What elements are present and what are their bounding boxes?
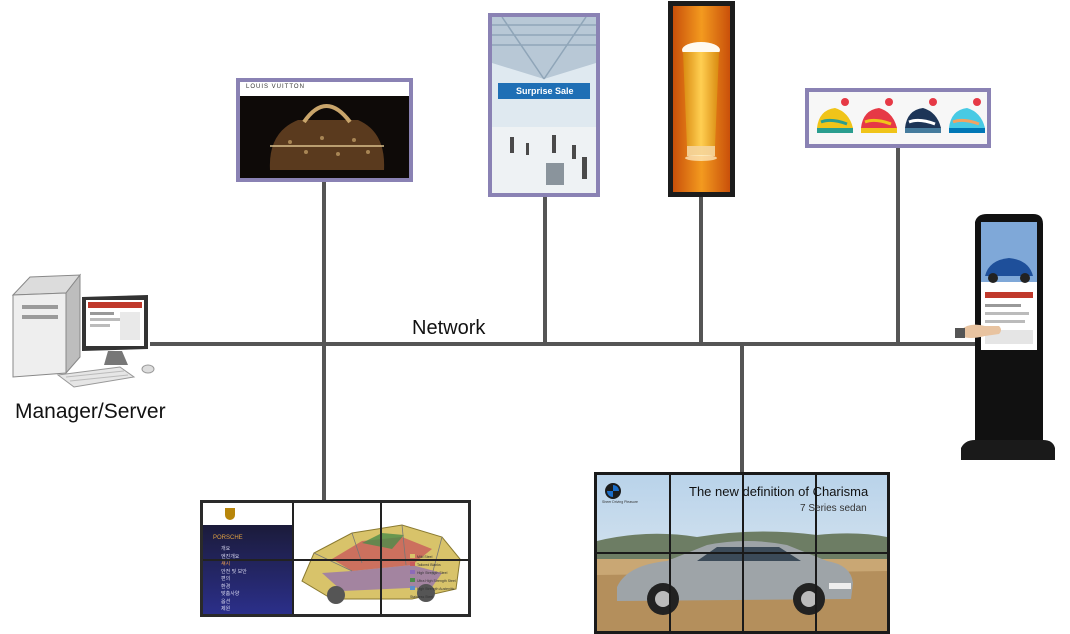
bmw-video-wall: The new definition of Charisma 7 Series …: [594, 472, 890, 634]
porsche-menu-item: 환경: [221, 583, 231, 590]
porsche-menu-item: 옵션: [221, 598, 231, 605]
porsche-heading: PORSCHE: [213, 535, 243, 541]
video-wall-subheadline: 7 Series sedan: [800, 503, 867, 514]
legend-item: High Strength Austenitic Stainless Steel: [410, 586, 455, 599]
drop-line-shoes-display: [896, 148, 900, 344]
drop-line-video-wall: [740, 344, 744, 472]
porsche-menu-item: 맞춤사양: [221, 591, 240, 597]
porsche-menu-item: 편의: [221, 576, 231, 582]
porsche-menu-item: 엔진개요: [221, 553, 240, 560]
porsche-legend: Mild Steel Tailored Blanks High Strength…: [410, 553, 468, 601]
porsche-menu-item: 섀시: [221, 561, 231, 567]
shoes-display-screen: [805, 88, 991, 148]
airport-banner-text: Surprise Sale: [516, 86, 574, 96]
porsche-menu-item: 제원: [221, 606, 231, 612]
legend-item: Tailored Blanks: [410, 561, 468, 569]
legend-item: Mild Steel: [410, 553, 468, 561]
drop-line-beer-display: [699, 197, 703, 344]
luxury-brand-text: LOUIS VUITTON: [246, 84, 305, 90]
drop-line-airport-display: [543, 197, 547, 344]
bag-display-screen: LOUIS VUITTON: [236, 78, 413, 182]
kiosk-stand: [955, 212, 1060, 464]
porsche-menu-item: 안전 및 보안: [221, 568, 247, 575]
video-wall-headline: The new definition of Charisma: [689, 484, 869, 499]
drop-line-bag-display: [322, 180, 326, 500]
porsche-menu-item: 개요: [221, 546, 231, 552]
server-label: Manager/Server: [15, 400, 166, 423]
beer-display-screen: [668, 1, 735, 197]
bmw-tagline: Sheer Driving Pleasure: [602, 500, 638, 504]
airport-display-screen: Surprise Sale: [488, 13, 600, 197]
network-label: Network: [412, 317, 486, 339]
server-computer: [8, 265, 188, 395]
porsche-logo-icon: [225, 508, 235, 520]
legend-item: High Strength Steel: [410, 569, 468, 577]
network-bus-line: [150, 342, 980, 346]
legend-item: Ultra High Strength Steel: [410, 577, 468, 585]
porsche-video-wall: PORSCHE 개요 엔진개요 섀시 안전 및 보안 편의 환경 맞춤사양 옵션…: [200, 500, 471, 617]
porsche-menu: 개요 엔진개요 섀시 안전 및 보안 편의 환경 맞춤사양 옵션 제원: [221, 546, 247, 614]
